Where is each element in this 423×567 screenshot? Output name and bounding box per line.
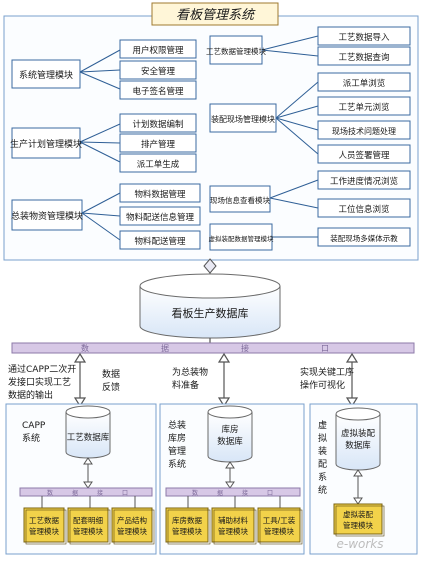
function-label: 物料配送管理 xyxy=(134,236,186,247)
sub-module xyxy=(67,507,109,543)
module-plan-label: 生产计划管理模块 xyxy=(10,138,82,150)
function-box xyxy=(119,206,201,226)
module-material xyxy=(11,199,83,231)
function-box xyxy=(317,144,411,164)
sub-module xyxy=(111,507,153,543)
svg-text:虚拟装配管理模块: 虚拟装配管理模块 xyxy=(343,509,373,530)
svg-text:库房数据管理模块: 库房数据管理模块 xyxy=(172,515,202,536)
function-label: 物料数据管理 xyxy=(134,189,186,200)
function-box xyxy=(119,133,197,153)
function-label: 工艺数据查询 xyxy=(338,52,389,63)
function-box xyxy=(119,39,197,59)
bus-char: 接 xyxy=(241,343,249,353)
function-label: 物料配送信息管理 xyxy=(126,212,195,223)
bus-char: 口 xyxy=(267,490,273,497)
bus-char: 数 xyxy=(192,489,198,497)
function-box xyxy=(119,230,201,250)
function-box xyxy=(317,46,411,66)
note-virtual: 实现关键工序操作可视化 xyxy=(300,366,354,391)
function-label: 用户权限管理 xyxy=(132,45,184,56)
note-material: 为总装物料准备 xyxy=(172,366,208,391)
database-label: 看板生产数据库 xyxy=(172,306,249,320)
function-box xyxy=(119,153,197,173)
module-virtual xyxy=(209,223,273,251)
function-box xyxy=(317,227,411,247)
module-system-label: 系统管理模块 xyxy=(19,69,73,81)
module-material-label: 总装物资管理模块 xyxy=(11,210,83,222)
function-label: 排产管理 xyxy=(141,139,176,150)
production-database: 看板生产数据库 xyxy=(139,273,281,339)
warehouse-system-label: 总装库房管理系统 xyxy=(168,419,186,470)
sub-module xyxy=(257,507,301,543)
data-interface-bar xyxy=(11,342,415,354)
note-capp: 通过CAPP二次开发接口实现工艺数据的输出 xyxy=(8,363,76,401)
function-box xyxy=(119,60,197,80)
svg-text:工具/工装管理模块: 工具/工装管理模块 xyxy=(263,515,296,536)
note-feedback: 数据反馈 xyxy=(102,368,120,393)
function-box xyxy=(317,198,411,218)
watermark: e-works xyxy=(336,537,383,551)
module-plan xyxy=(11,127,81,159)
function-label: 人员签署管理 xyxy=(338,150,390,161)
function-box xyxy=(119,80,197,100)
module-site xyxy=(209,185,271,213)
bus-char: 口 xyxy=(321,344,329,353)
virtual-db-label: 虚拟装配数据库 xyxy=(341,428,376,451)
sub-module xyxy=(23,507,65,543)
sub-module xyxy=(333,503,383,535)
function-box xyxy=(317,96,411,116)
function-label: 工作进度情况浏览 xyxy=(330,176,398,187)
function-label: 派工单生成 xyxy=(137,159,180,170)
module-field-label: 装配现场管理模块 xyxy=(211,114,275,124)
bus-char: 接 xyxy=(242,489,248,497)
function-label: 工艺单元浏览 xyxy=(338,102,389,113)
bus-char: 口 xyxy=(122,490,128,497)
svg-text:配套明细管理模块: 配套明细管理模块 xyxy=(73,515,103,536)
function-box xyxy=(317,170,411,190)
svg-text:产品结构管理模块: 产品结构管理模块 xyxy=(117,515,147,536)
bus-char: 数 xyxy=(81,343,89,353)
module-field xyxy=(209,103,277,133)
function-box xyxy=(119,113,197,133)
module-process xyxy=(209,35,263,65)
function-label: 现场技术问题处理 xyxy=(332,126,396,136)
bus-char: 数 xyxy=(47,489,53,497)
function-label: 电子签名管理 xyxy=(132,86,184,97)
function-label: 装配现场多媒体示教 xyxy=(330,233,398,243)
module-site-label: 现场信息查看模块 xyxy=(210,195,270,205)
warehouse-db-label: 库房数据库 xyxy=(217,424,243,447)
bus-char: 据 xyxy=(161,343,169,353)
warehouse-interface-bar xyxy=(165,487,301,497)
diagram-title: 看板管理系统 xyxy=(176,8,256,23)
module-process-label: 工艺数据管理模块 xyxy=(206,46,266,56)
bus-char: 据 xyxy=(217,489,223,497)
sub-module xyxy=(211,507,255,543)
function-box xyxy=(119,183,201,203)
bus-char: 据 xyxy=(72,489,78,497)
svg-text:辅助材料管理模块: 辅助材料管理模块 xyxy=(218,515,248,536)
function-box xyxy=(317,26,411,46)
module-system xyxy=(11,59,81,89)
capp-interface-bar xyxy=(19,487,153,497)
function-box xyxy=(317,72,411,92)
function-box xyxy=(317,120,411,140)
bus-char: 接 xyxy=(97,489,103,497)
function-label: 工艺数据导入 xyxy=(338,32,390,43)
function-label: 工位信息浏览 xyxy=(338,204,389,215)
function-label: 派工单浏览 xyxy=(343,78,386,89)
virtual-system-label: 虚拟装配系统 xyxy=(318,419,327,496)
capp-db-label: 工艺数据库 xyxy=(67,432,110,443)
svg-text:工艺数据管理模块: 工艺数据管理模块 xyxy=(29,515,59,536)
sub-module xyxy=(165,507,209,543)
module-virtual-label: 虚拟装配数据管理模块 xyxy=(209,234,275,243)
function-label: 安全管理 xyxy=(141,66,176,77)
function-label: 计划数据编制 xyxy=(132,119,183,130)
